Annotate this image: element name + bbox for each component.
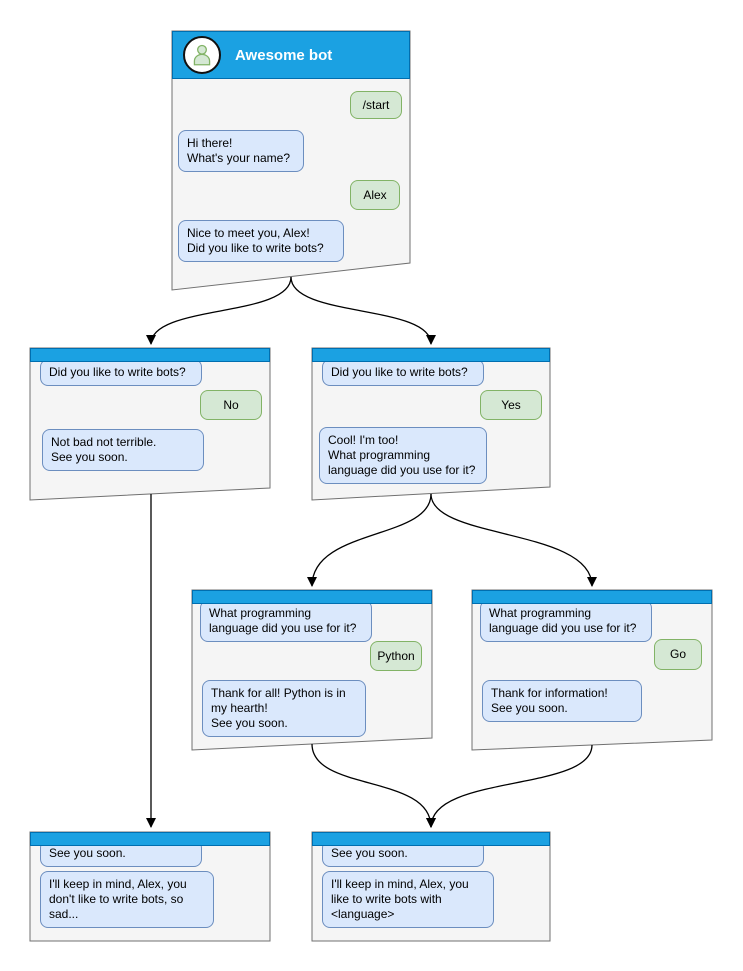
bot-reply-bubble: Cool! I'm too! What programming language… xyxy=(319,427,487,484)
bot-message-ask-bots: Nice to meet you, Alex! Did you like to … xyxy=(178,220,344,262)
node-root-chat: Awesome bot /start Hi there! What's your… xyxy=(172,31,410,290)
user-answer-yes: Yes xyxy=(480,390,542,420)
edge-go-to-end-yes xyxy=(426,744,593,828)
edge-yes-to-python xyxy=(307,493,432,587)
node-yes-branch: Did you like to write bots? Yes Cool! I'… xyxy=(312,348,550,500)
bot-reply-bubble: Thank for information! See you soon. xyxy=(482,680,642,722)
node-no-branch: Did you like to write bots? No Not bad n… xyxy=(30,348,270,500)
bot-question-bubble: Did you like to write bots? xyxy=(40,359,202,386)
chat-header: Awesome bot xyxy=(172,31,410,79)
chat-header-bar xyxy=(30,348,270,362)
bot-reply-bubble: I'll keep in mind, Alex, you don't like … xyxy=(40,871,214,928)
edge-root-to-no xyxy=(146,276,292,345)
bot-message-greet: Hi there! What's your name? xyxy=(178,130,304,172)
node-end-no: See you soon. I'll keep in mind, Alex, y… xyxy=(30,832,270,941)
node-python-branch: What programming language did you use fo… xyxy=(192,590,432,750)
user-message-name: Alex xyxy=(350,180,400,210)
user-answer-python: Python xyxy=(370,641,422,671)
bot-question-bubble: What programming language did you use fo… xyxy=(200,600,372,642)
chat-header-bar xyxy=(472,590,712,604)
bot-reply-bubble: Not bad not terrible. See you soon. xyxy=(42,429,204,471)
node-end-yes: See you soon. I'll keep in mind, Alex, y… xyxy=(312,832,550,941)
bot-question-bubble: What programming language did you use fo… xyxy=(480,600,652,642)
user-message-start: /start xyxy=(350,91,402,119)
edge-yes-to-go xyxy=(430,493,597,587)
node-go-branch: What programming language did you use fo… xyxy=(472,590,712,750)
chat-header-bar xyxy=(312,832,550,846)
bot-reply-bubble: I'll keep in mind, Alex, you like to wri… xyxy=(322,871,494,928)
bot-question-bubble: Did you like to write bots? xyxy=(322,359,484,386)
chat-header-bar xyxy=(312,348,550,362)
chat-header-bar xyxy=(30,832,270,846)
user-answer-go: Go xyxy=(654,639,702,670)
person-icon xyxy=(193,44,211,66)
edge-root-to-yes xyxy=(290,276,436,345)
edge-python-to-end-yes xyxy=(311,743,436,828)
bot-reply-bubble: Thank for all! Python is in my hearth! S… xyxy=(202,680,366,737)
bot-title: Awesome bot xyxy=(235,47,333,64)
user-answer-no: No xyxy=(200,390,262,420)
chat-header-bar xyxy=(192,590,432,604)
bot-avatar xyxy=(183,36,221,74)
